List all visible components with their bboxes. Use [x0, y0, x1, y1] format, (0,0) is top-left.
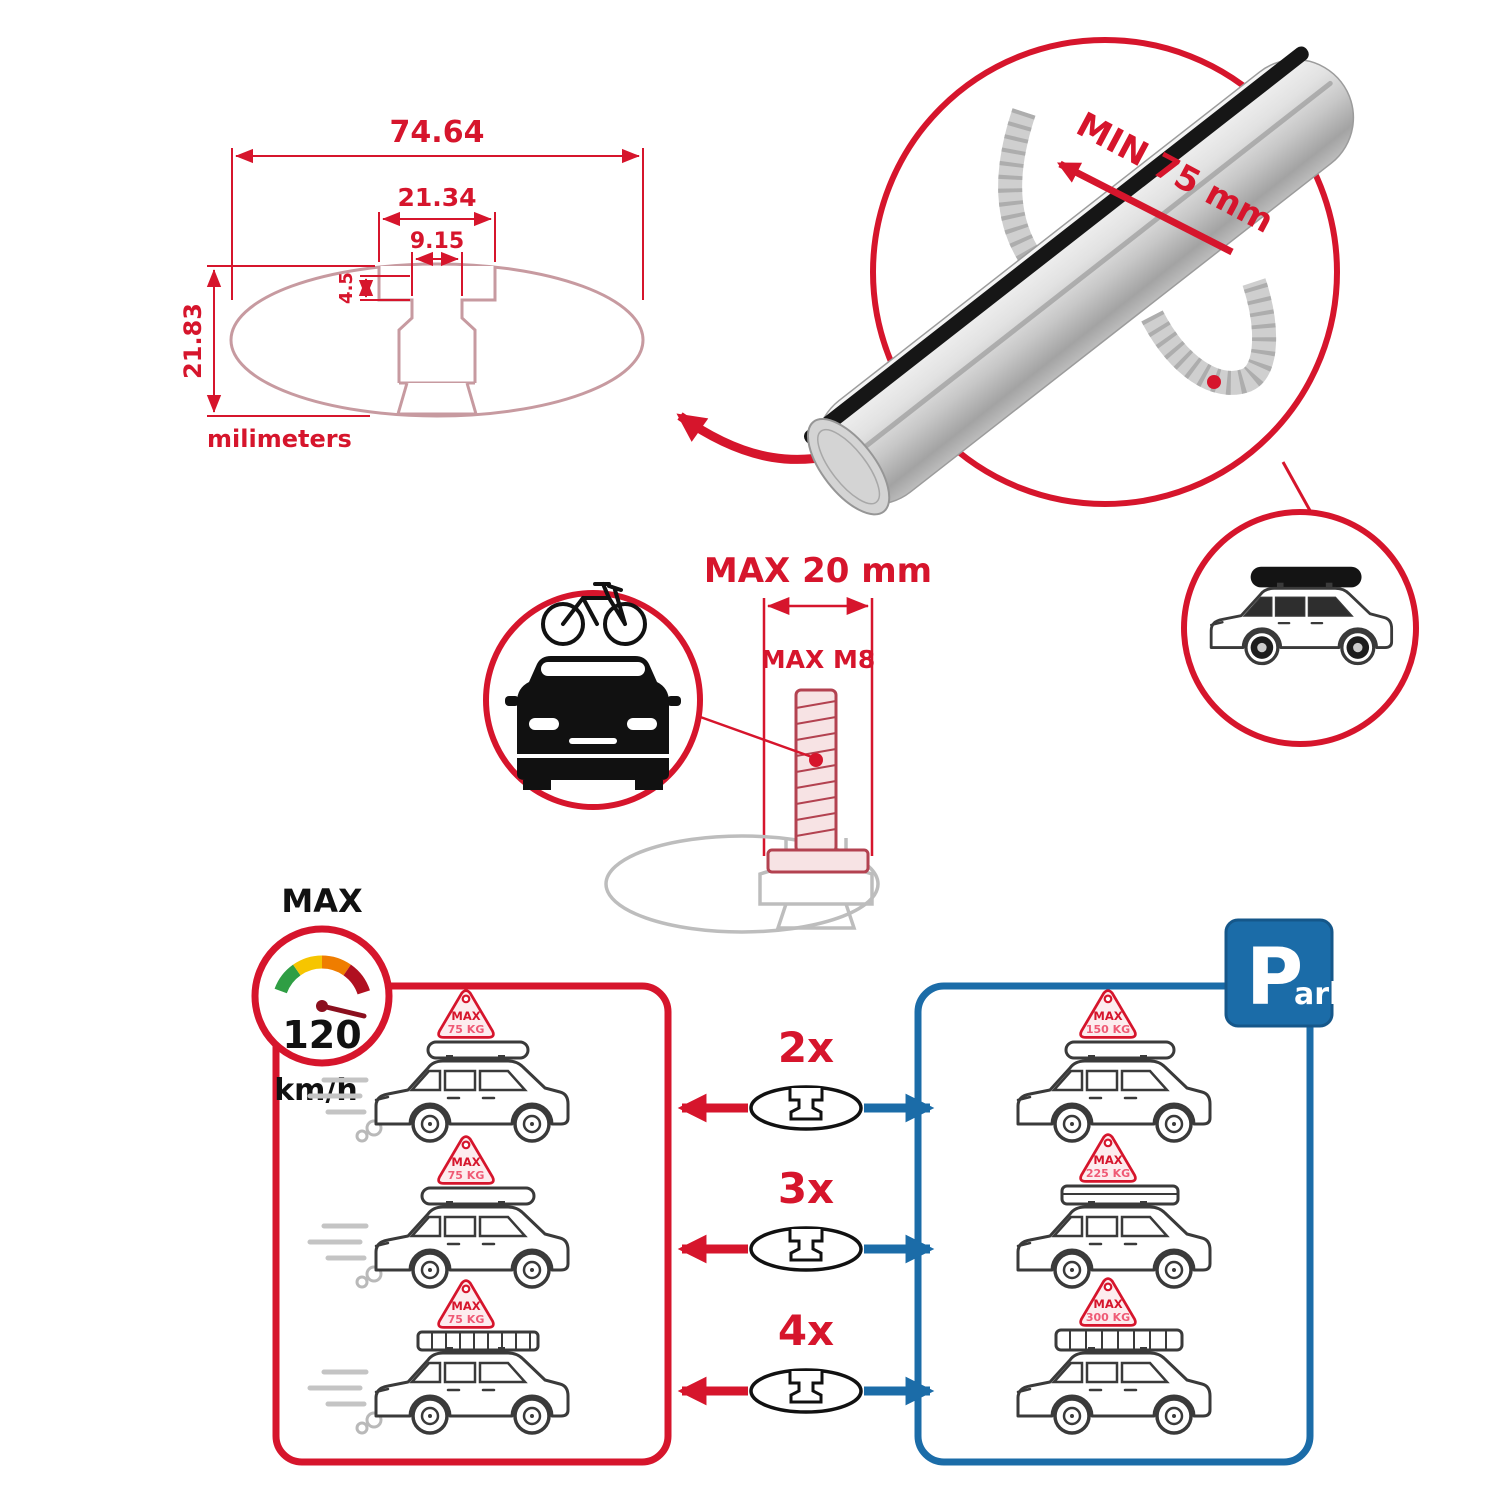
dim-lip-depth: 4.5: [336, 272, 357, 304]
parking-p: P: [1246, 933, 1303, 1023]
qty-label: 2x: [778, 1023, 834, 1072]
bolt-leader-line: [691, 712, 813, 759]
sign-max: MAX: [1093, 1009, 1122, 1023]
aluminium-bar: [803, 46, 1355, 516]
sign-max: MAX: [1093, 1297, 1122, 1311]
driving-car-row: MAX 75 KG: [307, 989, 570, 1143]
clamp-strap-upper: [998, 108, 1043, 267]
dim-slot-width: 9.15: [410, 229, 464, 254]
sign-weight: 300 KG: [1086, 1311, 1130, 1324]
sign-weight: 75 KG: [448, 1023, 485, 1036]
bolt-thread-label: MAX M8: [761, 645, 875, 674]
sign-weight: 75 KG: [448, 1313, 485, 1326]
driving-car-row: MAX 75 KG: [307, 1135, 570, 1289]
crossbar-detail: MIN 75 mm: [803, 37, 1419, 747]
units-label: milimeters: [207, 425, 352, 453]
speed-value: 120: [282, 1013, 361, 1057]
clamp-point-dot: [1207, 375, 1221, 389]
parking-ark: ark: [1294, 977, 1350, 1012]
bolt-point-dot: [809, 753, 823, 767]
sign-weight: 150 KG: [1086, 1023, 1130, 1036]
speed-max-label: MAX: [281, 882, 363, 920]
bolt-dimension-lines: [762, 597, 874, 856]
bolt-spec: MAX 20 mm MAX M8: [483, 551, 932, 934]
speedometer-icon: MAX 120 km/h: [251, 882, 393, 1108]
sign-max: MAX: [451, 1009, 480, 1023]
crossbar-section-outline: [229, 262, 645, 418]
car-front-icon: [505, 656, 681, 790]
bolt-max-width-label: MAX 20 mm: [704, 551, 932, 591]
cross-section-diagram: 74.64 21.34 9.15 4.5 21.83 milimeters: [179, 115, 864, 464]
dim-channel-width: 21.34: [397, 183, 476, 212]
dim-overall-height: 21.83: [179, 303, 207, 379]
sign-max: MAX: [1093, 1153, 1122, 1167]
qty-label: 3x: [778, 1164, 834, 1213]
clamp-strap-lower: [1141, 278, 1277, 395]
sign-max: MAX: [451, 1299, 480, 1313]
min-span-arrow: [1057, 160, 1234, 256]
sign-weight: 225 KG: [1086, 1167, 1130, 1180]
dim-overall-width: 74.64: [390, 115, 485, 150]
load-configurations: MAX 120 km/h P ark 2x: [251, 882, 1350, 1466]
sign-max: MAX: [451, 1155, 480, 1169]
suv-with-roofbox-icon: [1209, 566, 1394, 666]
parking-sign: P ark: [1224, 918, 1350, 1028]
leader-line: [1281, 461, 1315, 517]
qty-label: 4x: [778, 1306, 834, 1355]
bicycle-icon: [541, 582, 647, 646]
driving-car-row: MAX 75 KG: [307, 1279, 570, 1435]
sign-weight: 75 KG: [448, 1169, 485, 1182]
dimension-lines: [206, 148, 644, 417]
parked-car-row: MAX 150 KG: [1016, 989, 1212, 1143]
parked-car-row: MAX 300 KG: [1016, 1277, 1212, 1435]
t-bolt-icon: [766, 688, 870, 874]
parked-car-row: MAX 225 KG: [1016, 1133, 1212, 1289]
